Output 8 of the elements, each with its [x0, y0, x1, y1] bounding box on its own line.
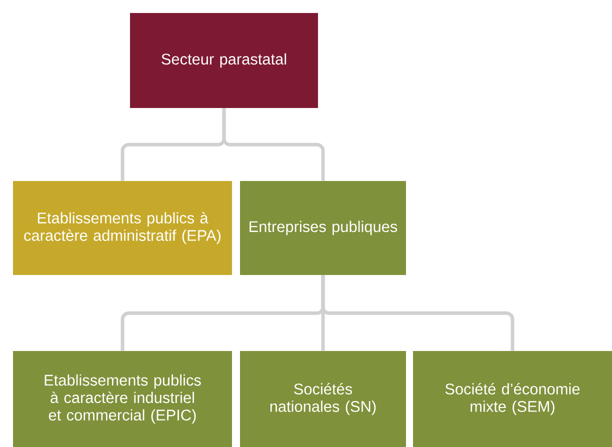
root-box: Secteur parastatal [130, 13, 318, 108]
connector-line [321, 275, 514, 351]
subcategory-box: Sociétés nationales (SN) [240, 350, 406, 447]
connector-line [222, 108, 325, 181]
subcategory-box: Etablissements publics à caractère industriel et commercial (EPIC) [13, 350, 232, 447]
category-box: Entreprises publiques [240, 180, 406, 275]
subcategory-box: Société d’économie mixte (SEM) [413, 350, 612, 447]
category-box: Etablissements publics à caractère administratif (EPA) [13, 180, 232, 275]
